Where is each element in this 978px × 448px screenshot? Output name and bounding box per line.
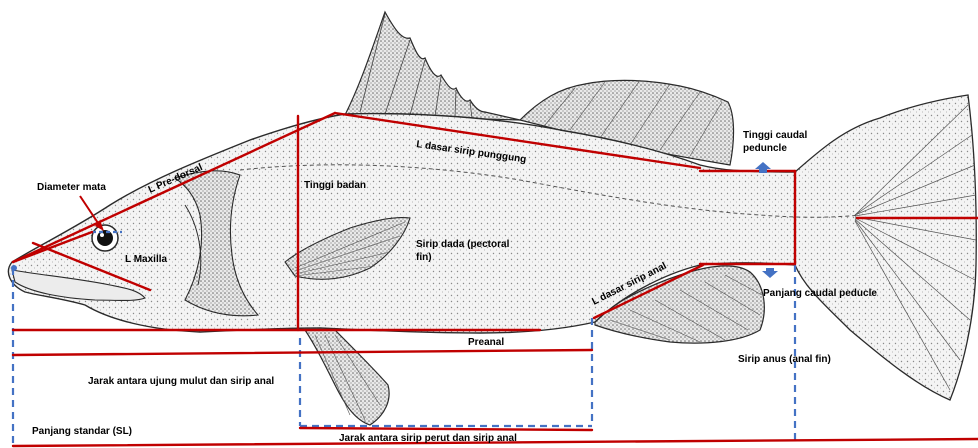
spiny-dorsal-fin	[345, 12, 520, 120]
eye-highlight	[100, 233, 104, 237]
label-standard-length: Panjang standar (SL)	[32, 426, 132, 437]
fish-illustration	[8, 12, 976, 425]
label-caudal-height-line2: peduncle	[743, 143, 787, 154]
label-pectoral-line2: fin)	[416, 252, 432, 263]
label-maxilla: L Maxilla	[125, 254, 167, 265]
label-caudal-length: Panjang caudal peducle	[763, 288, 877, 299]
snout-to-anal-line	[13, 350, 592, 355]
label-anal-fin: Sirip anus (anal fin)	[738, 354, 831, 365]
label-eye-diameter: Diameter mata	[37, 182, 106, 193]
pelvic-fin	[305, 330, 389, 425]
label-pelvic-to-anal: Jarak antara sirip perut dan sirip anal	[339, 433, 517, 444]
label-caudal-height-line1: Tinggi caudal	[743, 130, 807, 141]
arrow-down-icon	[762, 268, 778, 278]
label-body-depth: Tinggi badan	[304, 180, 366, 191]
pelvic-to-anal-line	[300, 428, 592, 430]
label-snout-to-anal: Jarak antara ujung mulut dan sirip anal	[88, 376, 274, 387]
label-preanal: Preanal	[468, 337, 504, 348]
label-pectoral-line1: Sirip dada (pectoral	[416, 239, 510, 250]
